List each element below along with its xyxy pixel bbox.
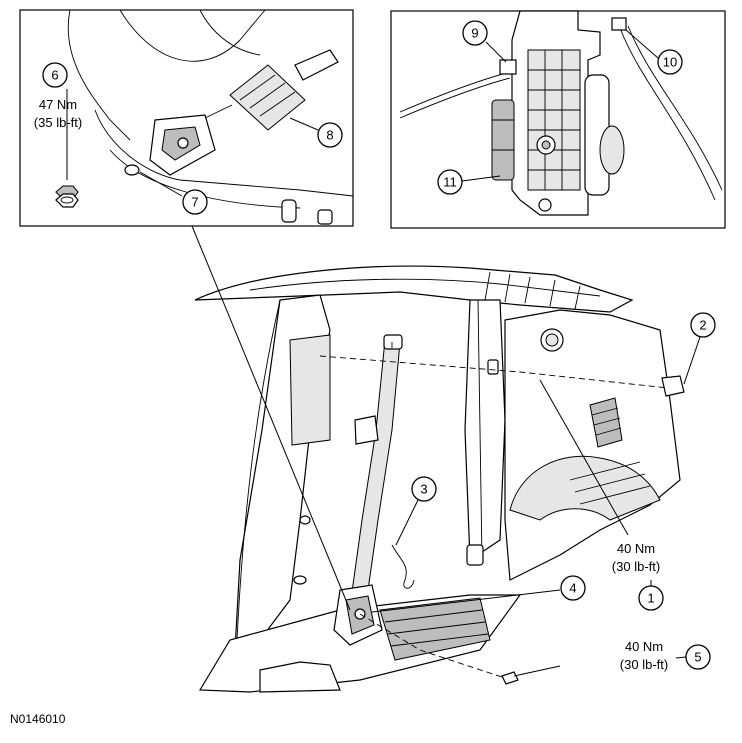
floor-edge [109, 149, 301, 209]
callout-1-label: 1 [647, 591, 654, 606]
bolt-icon [501, 665, 561, 685]
floor-ribs [384, 609, 489, 647]
callout-9 [462, 20, 488, 46]
callout-1 [638, 585, 664, 611]
main-vehicle-view: 40 Nm (30 lb-ft) 1 2 3 4 40 Nm (30 lb-ft… [191, 225, 716, 693]
upper-anchor-clip [487, 359, 499, 375]
webbing-lines [239, 74, 296, 117]
webbing-link [204, 104, 233, 119]
callout-2-label: 2 [699, 318, 706, 333]
connector-9 [499, 59, 517, 75]
callout-4-label: 4 [569, 581, 576, 596]
callout-8 [317, 122, 343, 148]
callout-10 [657, 49, 683, 75]
floor-panel [379, 597, 491, 661]
callout-5-label: 5 [694, 650, 701, 665]
upper-d-ring [383, 334, 403, 350]
wire-harness [619, 27, 716, 201]
trim-cover-2 [661, 375, 685, 397]
mounting-hole [124, 164, 140, 176]
wire-harness [399, 71, 511, 113]
spring-cover [599, 125, 625, 175]
retractor-hub [541, 140, 551, 150]
callout-5 [685, 644, 711, 670]
callout-10-label: 10 [663, 55, 677, 70]
callout-4 [560, 575, 586, 601]
leader-4 [371, 589, 561, 613]
callout-2 [690, 312, 716, 338]
callout-11 [437, 169, 463, 195]
torque-6-metric: 47 Nm [39, 97, 77, 112]
nut-icon [55, 185, 79, 208]
floor-clip [317, 209, 333, 225]
figure-code: N0146010 [10, 712, 66, 726]
callout-6-label: 6 [51, 68, 58, 83]
c-pillar [464, 299, 506, 562]
torque-5-metric: 40 Nm [625, 639, 663, 654]
callout-8-label: 8 [326, 128, 333, 143]
belt-webbing [229, 64, 306, 131]
floor-edge [94, 109, 354, 197]
inset-1-reference-line [191, 225, 351, 611]
alignment-line [359, 613, 506, 679]
leader-8 [289, 117, 319, 131]
leader-3 [395, 499, 419, 546]
vent-lines [591, 407, 622, 436]
roof-ribs [484, 271, 581, 310]
speaker-cone [545, 333, 559, 347]
c-pillar-edge [477, 299, 483, 561]
mounting-tab-hole [538, 198, 552, 212]
lower-anchor [466, 544, 484, 566]
sill-ribs [569, 461, 651, 505]
inset-anchor-detail: 6 47 Nm (35 lb-ft) 7 8 [19, 9, 354, 227]
pillar-edge [236, 299, 281, 641]
callout-6 [42, 62, 68, 88]
callout-3-label: 3 [420, 482, 427, 497]
torque-1-imperial: (30 lb-ft) [612, 559, 660, 574]
retractor-motor [491, 99, 515, 181]
callout-7 [182, 189, 208, 215]
seat-belt-webbing [351, 339, 401, 593]
leader-7 [139, 171, 183, 197]
torque-5-imperial: (30 lb-ft) [620, 657, 668, 672]
roof-edge [249, 278, 601, 297]
leader-2 [683, 336, 701, 385]
wire-harness [627, 25, 723, 191]
callout-11-label: 11 [443, 175, 457, 190]
leader-11 [461, 175, 501, 182]
wire-pigtail [391, 544, 415, 589]
trim-curve [67, 9, 131, 141]
callout-3 [411, 476, 437, 502]
roof-rail [194, 265, 634, 313]
belt-guide [354, 415, 379, 445]
pillar-trim [289, 334, 331, 446]
quarter-panel [504, 309, 681, 581]
torque-6-imperial: (35 lb-ft) [34, 115, 82, 130]
retractor-grid [528, 50, 580, 190]
seat-edge [199, 9, 261, 56]
torque-1-metric: 40 Nm [617, 541, 655, 556]
connector [611, 17, 627, 31]
callout-7-label: 7 [191, 195, 198, 210]
retractor-frame [527, 49, 581, 191]
alignment-line [319, 355, 669, 389]
wire-harness [399, 77, 511, 119]
inset-retractor-detail: 9 10 11 [390, 10, 726, 229]
leader-10 [625, 29, 659, 59]
leader-1 [539, 379, 629, 536]
leader-9 [485, 41, 507, 63]
leader-5 [675, 656, 687, 659]
anchor-bolt-hole [177, 137, 189, 149]
floor-clip [281, 199, 297, 223]
callout-9-label: 9 [471, 26, 478, 41]
floor-brace [259, 661, 341, 693]
belt-buckle-tongue [294, 49, 339, 81]
